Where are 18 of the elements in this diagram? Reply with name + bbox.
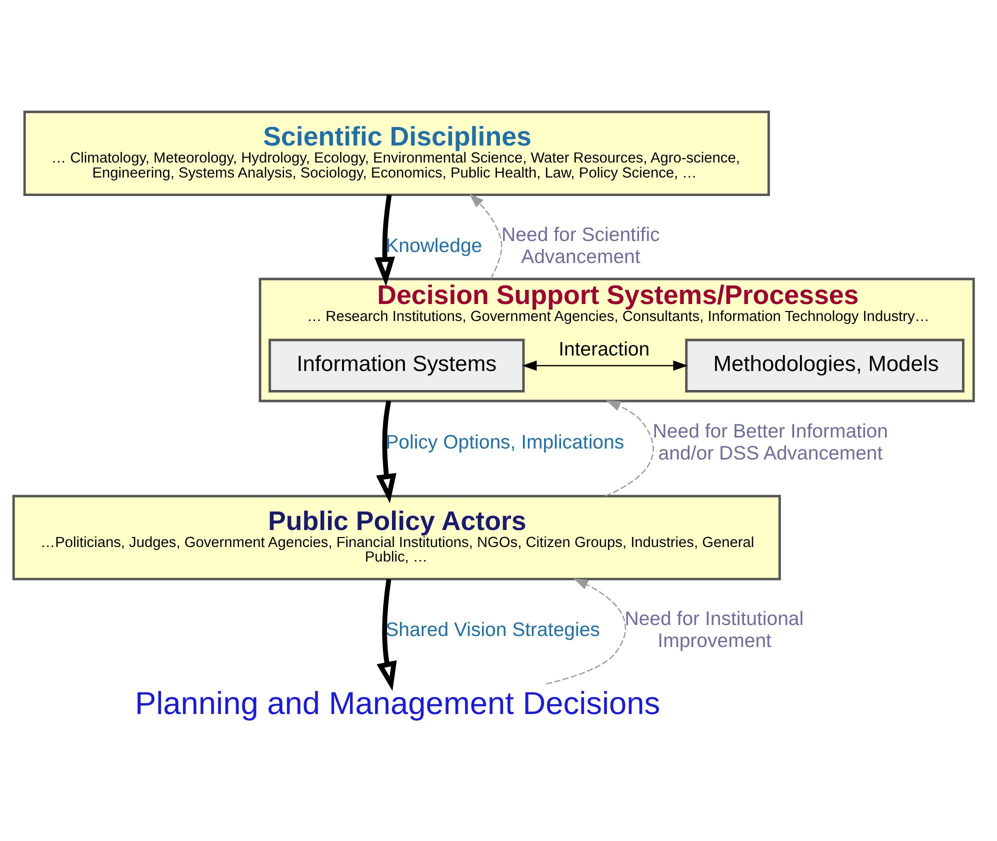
edge-label: Policy Options, Implications: [386, 431, 624, 454]
arrow: [604, 400, 654, 497]
node-box: Public Policy Actors …Politicians, Judges, Government Agencies, Financial Institutions, NGOs, Citizen Groups, Industries, General Public, …: [12, 494, 781, 580]
edge-label: Interaction: [558, 338, 650, 361]
edge-label: Knowledge: [386, 234, 482, 257]
node-text: Planning and Management Decisions: [134, 685, 660, 722]
edge-label: Need for Scientific Advancement: [502, 224, 660, 268]
edge-label: Need for Institutional Improvement: [624, 608, 804, 652]
arrow: [469, 194, 502, 280]
arrow: [374, 194, 396, 286]
arrow: [376, 400, 396, 504]
node-box: Methodologies, Models: [685, 338, 964, 392]
node-box: Scientific Disciplines … Climatology, Meteorology, Hydrology, Ecology, Environmental Science, Water Resources, Agro-science, Engineering, Systems Analysis, Sociology, Economics, Public Health, Law, Policy Science, …: [23, 110, 770, 196]
arrow: [376, 578, 397, 692]
edge-label: Need for Better Information and/or DSS Advancement: [652, 420, 888, 464]
arrow: [546, 578, 626, 685]
arrow: [522, 360, 688, 371]
node-box: Information Systems: [268, 338, 525, 392]
